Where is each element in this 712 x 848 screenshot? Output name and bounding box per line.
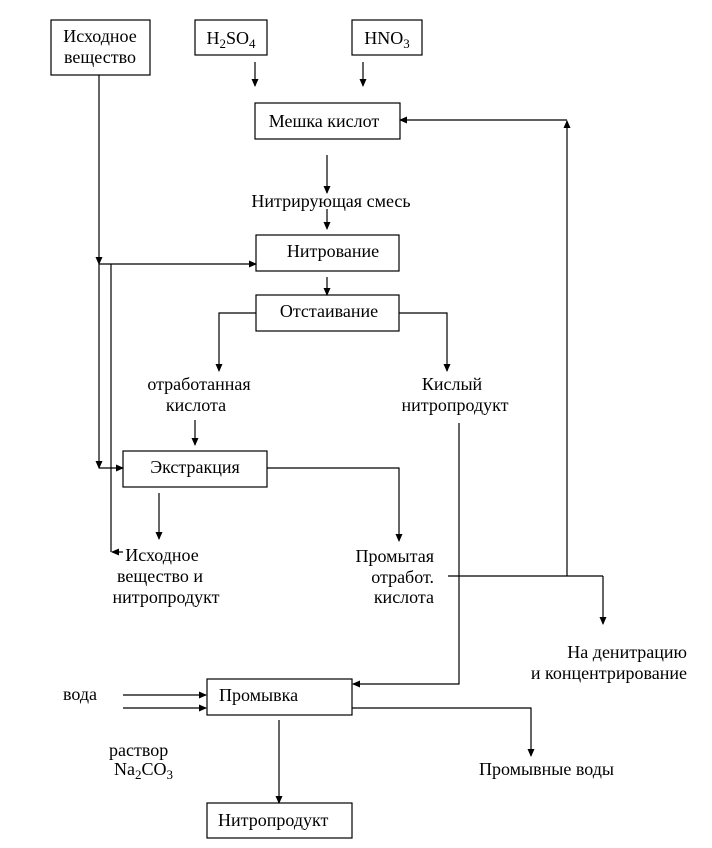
sulfuric-acid-box [194,19,268,56]
spent-acid-label-line2: кислота [166,395,226,415]
spent-acid-label-line1: отработанная [147,374,250,394]
node-settling: Отстаивание [255,294,400,332]
sulfuric-acid-formula: H2SO4 [206,28,256,51]
recycled-mix-label-line3: нитропродукт [113,587,220,607]
arrow-extraction-to-washed-acid [267,467,403,542]
source-substance-label-line1: Исходное [63,26,137,46]
node-denitration: На денитрацию и концентрирование [531,642,687,683]
node-acid-mixing: Мешка кислот [254,102,401,140]
node-acidic-nitroproduct: Кислый нитропродукт [402,374,509,415]
washed-spent-acid-label-line3: кислота [374,587,434,607]
node-extraction: Экстракция [122,450,268,488]
source-substance-box [50,19,151,76]
washing-box [206,678,353,716]
extraction-box [122,450,268,488]
source-substance-label-line2: вещество [64,47,136,67]
recycled-mix-label-line2: вещество и [117,566,203,586]
arrow-acidic-nitroproduct-to-washing [352,423,460,688]
nitric-acid-box [351,19,423,56]
soda-solution-label-line1: раствор [109,740,168,760]
node-washed-spent-acid: Промытая отработ. кислота [356,546,435,607]
extraction-label: Экстракция [150,457,240,477]
arrow-settling-to-spent-acid [215,312,256,372]
node-sulfuric-acid: H2SO4 [194,19,268,56]
nitration-label: Нитрование [287,241,379,261]
node-soda-solution: раствор Na2CO3 [109,740,173,782]
denitration-label-line1: На денитрацию [567,642,687,662]
node-spent-acid: отработанная кислота [147,374,250,415]
wash-waters-label: Промывные воды [479,759,614,779]
settling-label: Отстаивание [280,301,378,321]
acidic-nitroproduct-label-line1: Кислый [422,374,483,394]
nitric-acid-formula: HNO3 [364,28,410,51]
node-nitroproduct: Нитропродукт [206,802,353,839]
node-nitration: Нитрование [255,234,400,272]
node-recycled-mix: Исходное вещество и нитропродукт [113,545,220,607]
water-label: вода [63,684,97,704]
nitroproduct-box [206,802,353,839]
acidic-nitroproduct-label-line2: нитропродукт [402,395,509,415]
nitroproduct-label: Нитропродукт [218,810,328,830]
arrow-washing-to-wash-waters [352,707,535,757]
washed-spent-acid-label-line1: Промытая [356,546,435,566]
washed-spent-acid-label-line2: отработ. [371,567,434,587]
recycled-mix-label-line1: Исходное [125,545,199,565]
nitration-box [255,234,400,272]
nitrating-mixture-label: Нитрирующая смесь [251,191,410,211]
soda-solution-formula: Na2CO3 [114,759,173,782]
denitration-label-line2: и концентрирование [531,663,687,683]
arrow-settling-to-acidic-nitroproduct [399,312,451,372]
washing-label: Промывка [219,685,298,705]
node-washing: Промывка [206,678,353,716]
acid-mixing-label: Мешка кислот [269,111,380,131]
node-nitric-acid: HNO3 [351,19,423,56]
node-source-substance: Исходное вещество [50,19,151,76]
